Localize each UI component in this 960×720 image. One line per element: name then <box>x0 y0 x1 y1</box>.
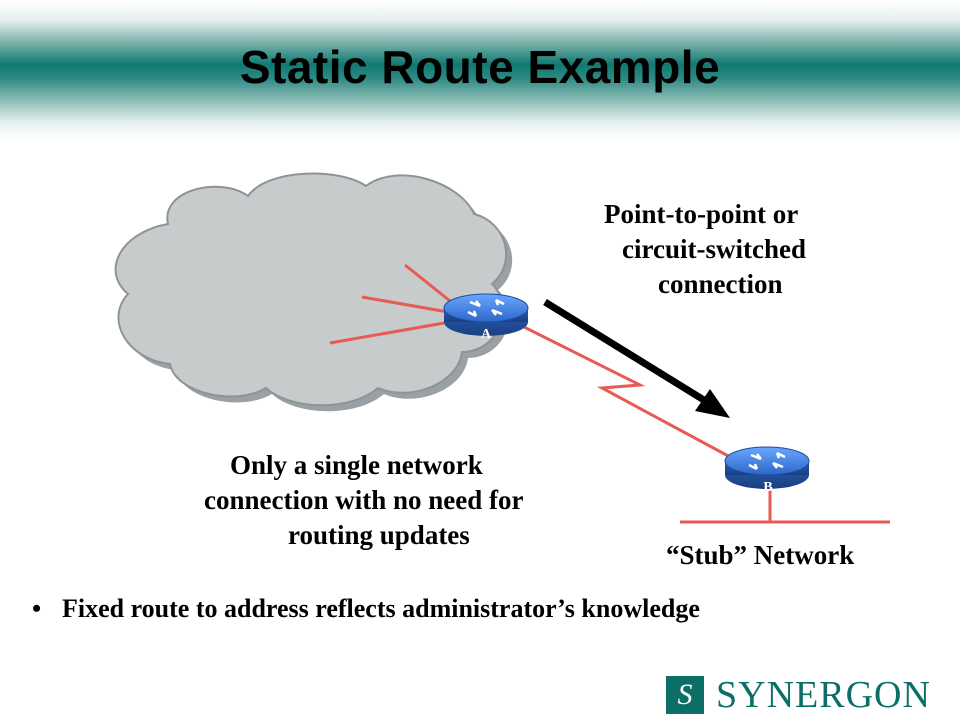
stub-network-label: “Stub” Network <box>666 540 855 570</box>
header-band <box>0 0 960 140</box>
connection-type-line-2: circuit-switched <box>622 234 806 264</box>
single-connection-line-3: routing updates <box>288 520 470 550</box>
logo-text: SYNERGON <box>716 674 931 716</box>
connection-type-label: Point-to-point or circuit-switched conne… <box>604 197 806 302</box>
bullet-dot-icon: • <box>32 594 42 623</box>
bullet-text: Fixed route to address reflects administ… <box>62 594 700 623</box>
single-connection-label: Only a single network connection with no… <box>204 448 524 553</box>
connection-type-line-1: Point-to-point or <box>604 199 799 229</box>
router-a-label: A <box>481 327 492 342</box>
connection-type-line-3: connection <box>658 269 783 299</box>
synergon-logo: S SYNERGON <box>666 674 931 716</box>
logo-mark-icon: S <box>666 676 704 714</box>
single-connection-line-1: Only a single network <box>230 450 483 480</box>
direction-arrow <box>543 299 730 418</box>
serial-link <box>519 323 733 460</box>
router-b-icon <box>724 446 810 489</box>
stub-network-lan <box>680 490 890 524</box>
slide-title: Static Route Example <box>239 41 721 93</box>
network-cloud <box>114 172 513 412</box>
bullet-item: • Fixed route to address reflects adminis… <box>32 594 700 624</box>
router-a-icon <box>443 293 529 336</box>
single-connection-line-2: connection with no need for <box>204 485 524 515</box>
router-b-label: B <box>763 480 772 495</box>
cloud-links <box>329 263 456 345</box>
